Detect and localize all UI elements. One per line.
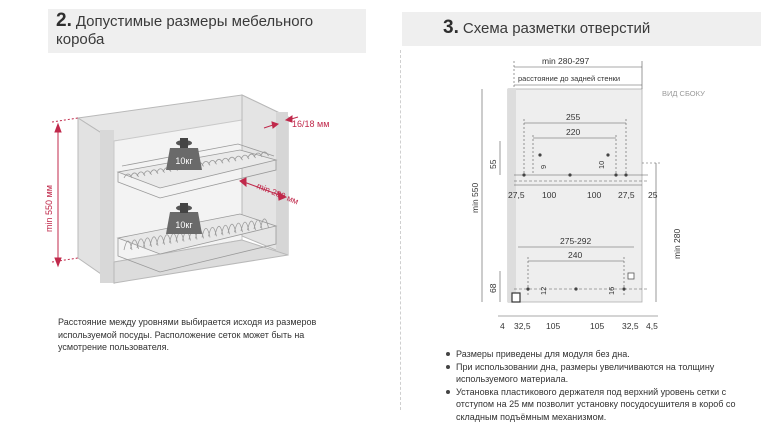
dim-min-280-297: min 280-297: [542, 56, 590, 66]
panel-front-edge: [508, 89, 516, 302]
lower-bracket-icon: [511, 292, 521, 303]
dim-rear-wall: расстояние до задней стенки: [518, 74, 620, 83]
rack-wire: [156, 168, 165, 173]
note-item: Размеры приведены для модуля без дна.: [444, 348, 744, 361]
dim-220: 220: [566, 127, 580, 137]
dim-min-550: min 550: [470, 182, 480, 213]
rack-wire: [130, 239, 139, 250]
dim-32-5-bottom-left: 32,5: [514, 321, 531, 331]
note-item: При использовании дна, размеры увеличива…: [444, 361, 744, 386]
rack-wire: [208, 226, 217, 237]
dim-105-right: 105: [590, 321, 604, 331]
section-2-title: 2.Допустимые размеры мебельного короба: [56, 10, 356, 49]
dim-27-5-top-right: 27,5: [618, 190, 635, 200]
dim-12: 12: [539, 287, 548, 295]
rack-wire: [247, 153, 256, 159]
side-view-label: ВИД СБОКУ: [662, 89, 705, 98]
cabinet-illustration: 10кг 10кг min 550 мм 16/18 мм min 280 мм: [44, 94, 329, 284]
dim-55: 55: [488, 159, 498, 169]
dim-68: 68: [488, 283, 498, 293]
rack-wire: [136, 238, 146, 248]
rack-wire: [234, 222, 243, 233]
weight-upper-icon: [166, 138, 202, 170]
dim-depth-arrow: [239, 177, 288, 201]
rack-wire: [201, 161, 211, 166]
rack-wire: [253, 219, 263, 230]
cabinet-left-front-edge: [100, 130, 114, 283]
section-2-number: 2.: [56, 10, 72, 31]
rack-wire: [214, 158, 224, 164]
left-title-band: [48, 9, 366, 53]
dim-wall-arrow: [263, 115, 299, 129]
cabinet-bottom: [113, 239, 289, 284]
dim-9: 9: [539, 165, 548, 169]
rack-wire: [214, 225, 224, 236]
dim-16: 16: [607, 287, 616, 295]
upper-holes: [522, 153, 628, 177]
rear-bracket-icon: [627, 272, 635, 280]
rack-wire: [143, 237, 152, 247]
lower-holes: [526, 287, 626, 291]
drilling-scheme: min 280-297 расстояние до задней стенки …: [470, 56, 705, 331]
left-note: Расстояние между уровнями выбирается исх…: [58, 317, 317, 352]
rack-wire: [136, 171, 146, 177]
rack-wire: [253, 152, 263, 158]
right-title-band: [402, 12, 761, 46]
section-divider: [400, 50, 401, 410]
right-notes-list: Размеры приведены для модуля без дна. Пр…: [444, 348, 744, 423]
rack-wire: [260, 151, 269, 157]
rack-wire: [240, 221, 250, 232]
rack-wire: [247, 220, 256, 231]
dim-25: 25: [648, 190, 658, 200]
dim-32-5-bottom-right: 32,5: [622, 321, 639, 331]
section-3-number: 3.: [443, 17, 459, 38]
rack-wire: [149, 169, 159, 174]
dim-255: 255: [566, 112, 580, 122]
rack-wire: [240, 154, 250, 160]
rack-wire: [149, 236, 159, 246]
rack-wire: [143, 170, 152, 176]
rack-wire: [221, 157, 230, 163]
dim-4-5: 4,5: [646, 321, 658, 331]
rack-wire: [227, 156, 237, 162]
dim-height-arrow: [51, 117, 79, 268]
dim-105-left: 105: [546, 321, 560, 331]
dim-27-5-top-left: 27,5: [508, 190, 525, 200]
rack-wire: [130, 172, 139, 178]
rack-wire: [201, 228, 211, 238]
section-2-title-text: Допустимые размеры мебельного короба: [56, 13, 314, 48]
rack-wire: [221, 224, 230, 235]
section-3-title-text: Схема разметки отверстий: [462, 20, 651, 37]
rack-wire: [208, 159, 217, 165]
dim-10: 10: [597, 161, 606, 169]
weight-lower-icon: [166, 203, 202, 234]
dim-100-left: 100: [542, 190, 556, 200]
rack-wire: [260, 218, 269, 229]
dim-height-label: min 550 мм: [44, 185, 54, 232]
rack-wire: [156, 235, 165, 245]
rack-wire: [227, 223, 237, 234]
dim-wall-label: 16/18 мм: [292, 119, 329, 129]
dim-100-right: 100: [587, 190, 601, 200]
rack-wire: [162, 234, 172, 244]
weight-lower-label: 10кг: [175, 220, 193, 230]
dim-240: 240: [568, 250, 582, 260]
rack-wire: [234, 155, 243, 161]
rack-wire: [123, 173, 133, 179]
weight-upper-label: 10кг: [175, 156, 193, 166]
dim-275-292: 275-292: [560, 236, 591, 246]
rack-wire: [123, 240, 133, 251]
note-item: Установка пластикового держателя под вер…: [444, 386, 744, 424]
dim-min-280: min 280: [672, 228, 682, 259]
dim-4: 4: [500, 321, 505, 331]
section-3-title: 3.Схема разметки отверстий: [443, 17, 743, 38]
cabinet-right-front-edge: [276, 112, 288, 255]
side-panel: [507, 88, 643, 303]
